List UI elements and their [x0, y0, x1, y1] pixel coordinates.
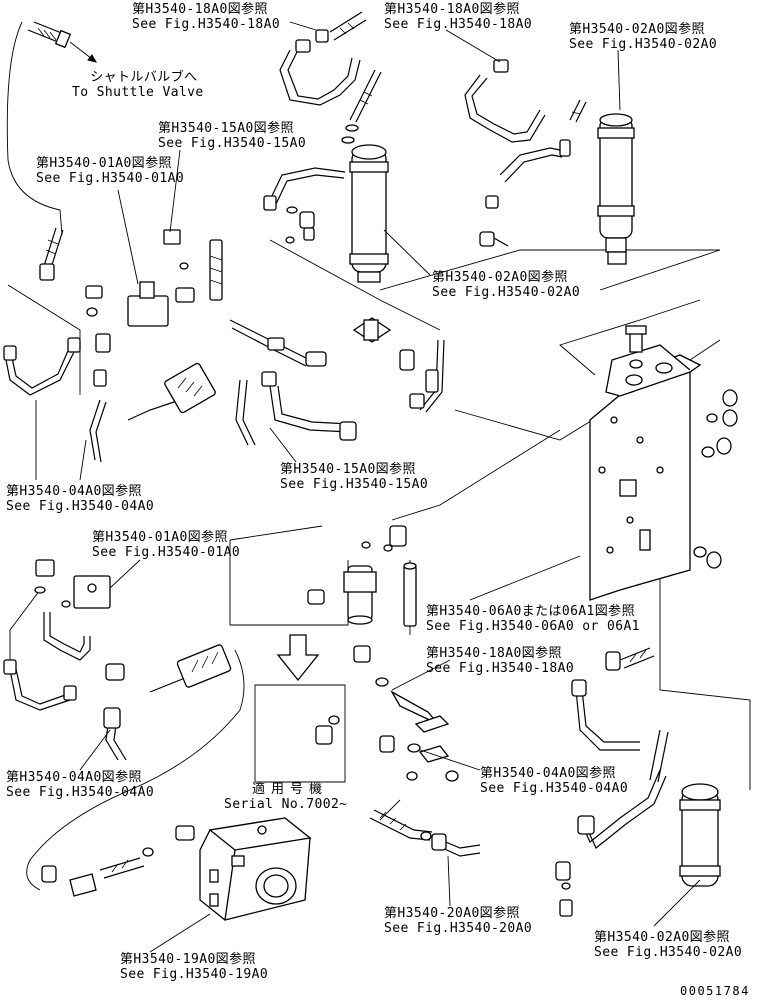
callout-fig-15a0-top: 第H3540-15A0図参照 See Fig.H3540-15A0	[158, 121, 306, 151]
callout-jp: 第H3540-02A0図参照	[594, 930, 730, 945]
hoses-left-middle	[3, 227, 223, 463]
callout-jp: 第H3540-18A0図参照	[132, 2, 268, 17]
callout-en: See Fig.H3540-18A0	[384, 17, 533, 32]
callout-fig-18a0-top-left: 第H3540-18A0図参照 See Fig.H3540-18A0	[132, 2, 280, 32]
callout-jp: 第H3540-02A0図参照	[569, 22, 705, 37]
callout-fig-02a0-bottom: 第H3540-02A0図参照 See Fig.H3540-02A0	[594, 930, 742, 960]
hose-top-right	[464, 59, 587, 209]
hoses-center	[229, 317, 445, 446]
callout-en: See Fig.H3540-19A0	[120, 967, 269, 982]
callout-jp: 第H3540-04A0図参照	[6, 770, 142, 785]
valve-block-lower	[3, 559, 232, 761]
callout-leaders	[35, 21, 701, 953]
callout-fig-20a0: 第H3540-20A0図参照 See Fig.H3540-20A0	[384, 906, 532, 936]
callout-jp: 適用号機	[252, 782, 329, 797]
callout-en: See Fig.H3540-02A0	[594, 945, 743, 960]
callout-fig-04a0-lower-left: 第H3540-04A0図参照 See Fig.H3540-04A0	[6, 770, 154, 800]
callout-en: See Fig.H3540-02A0	[569, 37, 718, 52]
callout-jp: シャトルバルブへ	[90, 70, 198, 85]
fittings-center-lower	[353, 525, 481, 857]
callout-jp: 第H3540-01A0図参照	[92, 530, 228, 545]
arrow-icon	[87, 54, 98, 63]
callout-fig-04a0-lower-right: 第H3540-04A0図参照 See Fig.H3540-04A0	[480, 766, 628, 796]
callout-fig-18a0-top-right: 第H3540-18A0図参照 See Fig.H3540-18A0	[384, 2, 532, 32]
drawing-number: 00051784	[680, 984, 750, 998]
callout-jp: 第H3540-04A0図参照	[480, 766, 616, 781]
callout-en: See Fig.H3540-06A0 or 06A1	[426, 619, 640, 634]
callout-jp: 第H3540-15A0図参照	[280, 462, 416, 477]
callout-en: See Fig.H3540-18A0	[132, 17, 281, 32]
callout-fig-18a0-middle: 第H3540-18A0図参照 See Fig.H3540-18A0	[426, 646, 574, 676]
callout-en: See Fig.H3540-04A0	[6, 785, 155, 800]
callout-en: See Fig.H3540-18A0	[426, 661, 575, 676]
accumulator-bottom-right	[555, 647, 721, 917]
down-arrow-icon	[276, 634, 320, 682]
callout-fig-15a0-center: 第H3540-15A0図参照 See Fig.H3540-15A0	[280, 462, 428, 492]
callout-jp: 第H3540-18A0図参照	[426, 646, 562, 661]
callout-jp: 第H3540-18A0図参照	[384, 2, 520, 17]
callout-fig-19a0: 第H3540-19A0図参照 See Fig.H3540-19A0	[120, 952, 268, 982]
accumulator-top-right	[479, 113, 635, 265]
callout-en: See Fig.H3540-15A0	[158, 136, 307, 151]
callout-jp: 第H3540-04A0図参照	[6, 484, 142, 499]
callout-en: See Fig.H3540-02A0	[432, 285, 581, 300]
callout-jp: 第H3540-20A0図参照	[384, 906, 520, 921]
hose-top-center	[279, 11, 382, 144]
callout-en: See Fig.H3540-04A0	[6, 499, 155, 514]
callout-jp: 第H3540-02A0図参照	[432, 270, 568, 285]
callout-jp: 第H3540-19A0図参照	[120, 952, 256, 967]
callout-en: See Fig.H3540-04A0	[480, 781, 629, 796]
callout-jp: 第H3540-15A0図参照	[158, 121, 294, 136]
callout-jp: 第H3540-06A0または06A1図参照	[426, 604, 635, 619]
callout-serial-number: 適用号機 Serial No.7002~	[224, 782, 347, 812]
accumulator-center	[349, 144, 389, 283]
callout-fig-01a0-lower: 第H3540-01A0図参照 See Fig.H3540-01A0	[92, 530, 240, 560]
callout-en: See Fig.H3540-20A0	[384, 921, 533, 936]
callout-fig-06a0: 第H3540-06A0または06A1図参照 See Fig.H3540-06A0…	[426, 604, 640, 634]
callout-en: Serial No.7002~	[224, 797, 348, 812]
callout-fig-02a0-center: 第H3540-02A0図参照 See Fig.H3540-02A0	[432, 270, 580, 300]
detail-boxes	[229, 525, 377, 783]
callout-shuttle-valve: シャトルバルブへ To Shuttle Valve	[72, 70, 204, 100]
valve-block-upper	[85, 229, 195, 353]
hose-upper-left	[27, 21, 72, 49]
hose-center-left	[263, 167, 346, 244]
callout-en: See Fig.H3540-15A0	[280, 477, 429, 492]
callout-fig-02a0-top: 第H3540-02A0図参照 See Fig.H3540-02A0	[569, 22, 717, 52]
callout-en: See Fig.H3540-01A0	[92, 545, 241, 560]
callout-fig-01a0-top: 第H3540-01A0図参照 See Fig.H3540-01A0	[36, 156, 184, 186]
block-bottom	[41, 817, 312, 921]
callout-en: To Shuttle Valve	[72, 85, 204, 100]
callout-jp: 第H3540-01A0図参照	[36, 156, 172, 171]
callout-en: See Fig.H3540-01A0	[36, 171, 185, 186]
mounting-plate	[589, 325, 738, 601]
callout-fig-04a0-upper: 第H3540-04A0図参照 See Fig.H3540-04A0	[6, 484, 154, 514]
